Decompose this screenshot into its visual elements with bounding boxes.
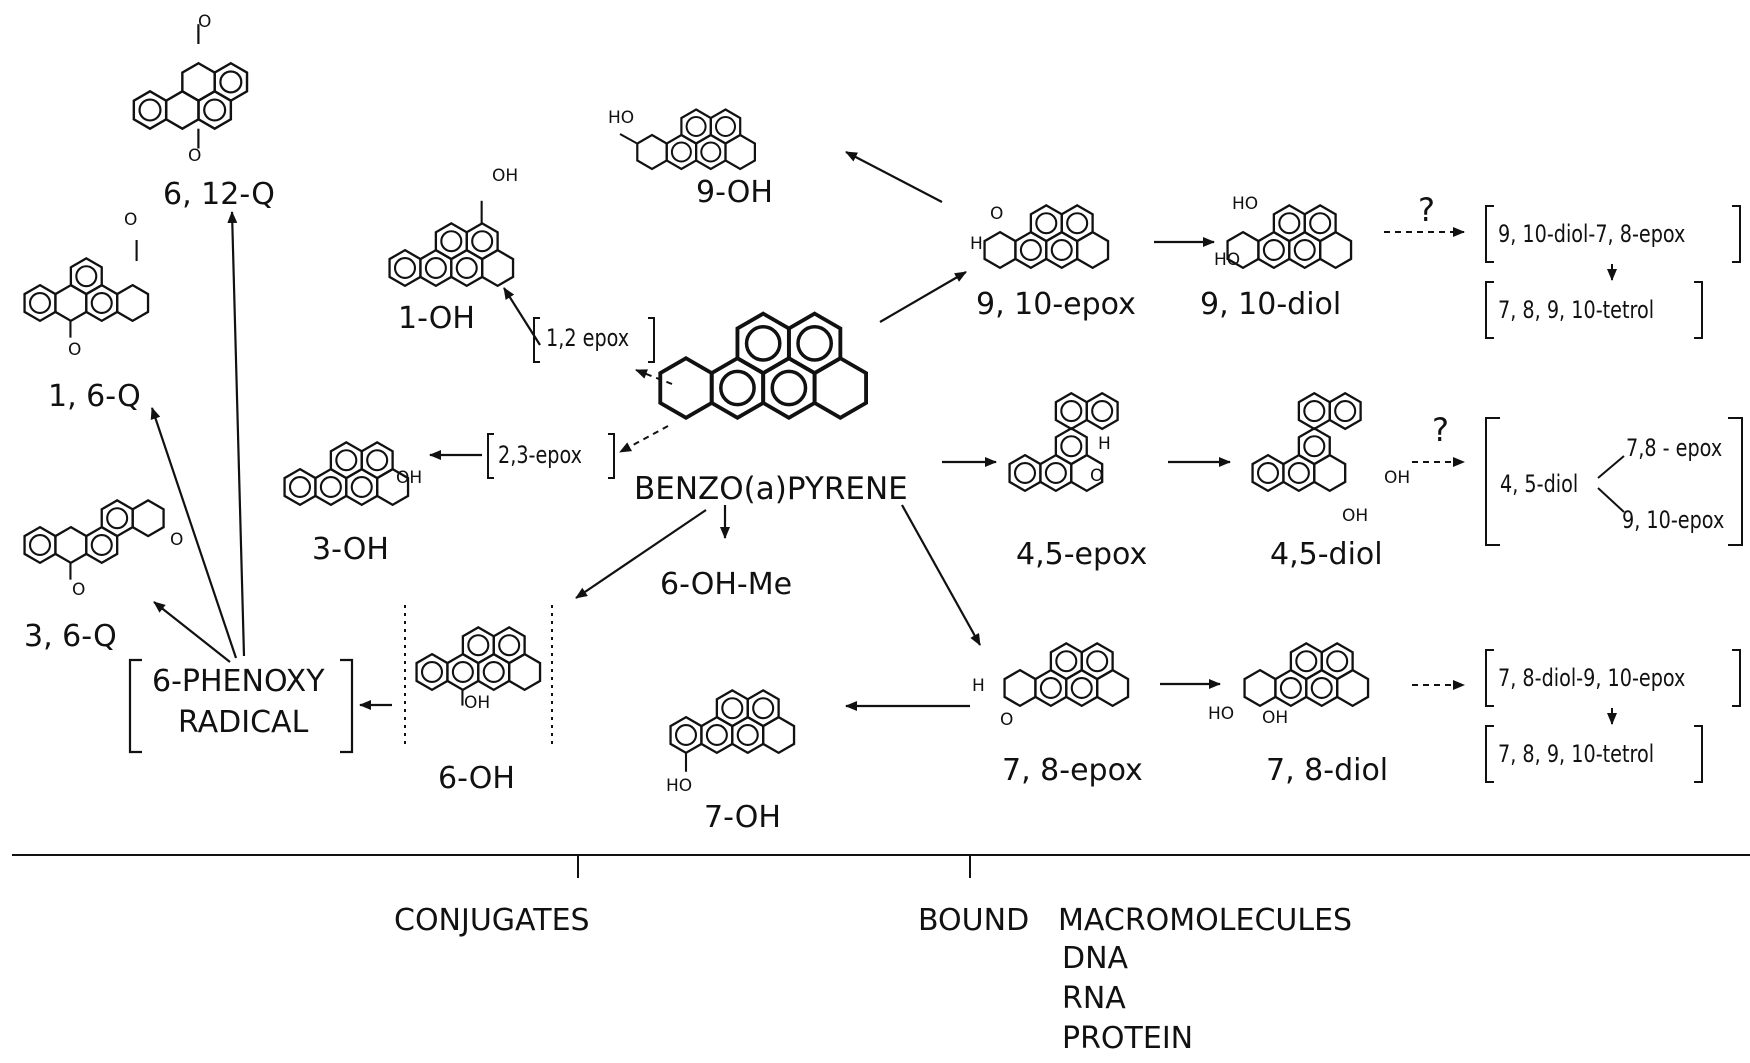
label-macromolecules: MACROMOLECULES xyxy=(1058,903,1353,938)
label-rna: RNA xyxy=(1062,981,1126,1016)
atom-o-16-top: O xyxy=(124,210,138,230)
label-2-3-epox: 2,3-epox xyxy=(498,441,582,469)
label-tetrol-a: 7, 8, 9, 10-tetrol xyxy=(1498,296,1655,324)
atom-h-45epox: H xyxy=(1098,434,1111,454)
structure-6-oh xyxy=(415,626,542,706)
atom-oh-3oh: OH xyxy=(396,468,423,488)
bracket-2-3-epox xyxy=(487,433,615,479)
label-3-oh: 3-OH xyxy=(312,532,389,567)
label-7-8-diol: 7, 8-diol xyxy=(1266,753,1389,788)
structure-6-12-q xyxy=(132,24,249,149)
label-6-12-q: 6, 12-Q xyxy=(163,177,275,212)
bracket-diolepox-a xyxy=(1485,205,1741,263)
label-7-oh: 7-OH xyxy=(704,800,781,835)
reaction-arrows xyxy=(150,151,1231,711)
bracket-1-2-epox xyxy=(533,317,655,363)
structure-4-5-diol xyxy=(1251,392,1362,493)
atom-oh-45diol-a: OH xyxy=(1384,468,1411,488)
label-6-oh: 6-OH xyxy=(438,761,515,796)
label-9-oh: 9-OH xyxy=(696,175,773,210)
structure-1-oh xyxy=(388,200,515,288)
atom-o-16-bottom: O xyxy=(68,340,82,360)
atom-oh-6oh: OH xyxy=(464,693,491,713)
label-4-5-diol: 4,5-diol xyxy=(1270,537,1383,572)
label-9-10-epox: 9, 10-epox xyxy=(976,287,1136,322)
label-question-1: ? xyxy=(1418,191,1435,229)
label-1-oh: 1-OH xyxy=(398,301,475,336)
label-1-6-q: 1, 6-Q xyxy=(48,379,141,414)
dashed-arrows xyxy=(619,227,1465,690)
label-tetrol-b: 7, 8, 9, 10-tetrol xyxy=(1498,740,1655,768)
atom-oh-78diol: OH xyxy=(1262,708,1289,728)
structure-3-6-q xyxy=(23,499,165,580)
atom-o-36-bottom: O xyxy=(72,580,86,600)
label-bound: BOUND xyxy=(918,903,1030,938)
atom-h-78epox-a: H xyxy=(972,676,985,696)
bracket-tetrol-a xyxy=(1485,281,1703,339)
structure-7-oh xyxy=(669,689,796,772)
atom-o-78epox: O xyxy=(1000,710,1014,730)
label-conjugates: CONJUGATES xyxy=(394,903,590,938)
atom-o-top: O xyxy=(198,12,212,32)
atom-ho-7oh: HO xyxy=(666,776,693,796)
atom-o-910epox: O xyxy=(990,204,1004,224)
atom-ho-9oh: HO xyxy=(608,108,635,128)
label-3-6-q: 3, 6-Q xyxy=(24,619,117,654)
atom-o-36-right: O xyxy=(170,530,184,550)
label-9-10-epox-branch: 9, 10-epox xyxy=(1622,506,1725,534)
structure-9-oh xyxy=(619,108,757,171)
label-1-2-epox: 1,2 epox xyxy=(546,324,630,352)
structure-1-6-q xyxy=(23,240,150,338)
label-diolepox-b: 7, 8-diol-9, 10-epox xyxy=(1498,664,1686,692)
structure-7-8-epox xyxy=(1003,642,1130,708)
bracket-diolepox-b xyxy=(1485,649,1741,707)
atom-oh-45diol-b: OH xyxy=(1342,506,1369,526)
atom-ho-78diol: HO xyxy=(1208,704,1235,724)
structure-9-10-diol xyxy=(1226,204,1353,270)
label-4-5-epox: 4,5-epox xyxy=(1016,537,1148,572)
structure-7-8-diol xyxy=(1243,642,1370,708)
label-6-phenoxy: 6-PHENOXY xyxy=(152,664,325,699)
atom-o-45epox: O xyxy=(1090,466,1104,486)
atom-oh-1oh: OH xyxy=(492,166,519,186)
label-question-2: ? xyxy=(1432,411,1449,449)
label-protein: PROTEIN xyxy=(1062,1021,1194,1056)
label-9-10-diol: 9, 10-diol xyxy=(1200,287,1342,322)
label-7-8-epox: 7, 8-epox xyxy=(1002,753,1143,788)
label-radical: RADICAL xyxy=(178,705,309,740)
atom-ho-910diol-b: HO xyxy=(1214,250,1241,270)
label-benzo-a-pyrene: BENZO(a)PYRENE xyxy=(634,471,908,507)
benzopyrene-structure xyxy=(658,311,869,420)
atom-ho-910diol-a: HO xyxy=(1232,194,1259,214)
bracket-diol45-branch xyxy=(1485,417,1743,546)
atom-h-910epox: H xyxy=(970,234,983,254)
structure-3-oh xyxy=(283,441,410,507)
label-7-8-epox-branch: 7,8 - epox xyxy=(1626,434,1723,462)
branch-lines xyxy=(1597,455,1625,513)
bracket-phenoxy xyxy=(128,658,354,754)
bracket-tetrol-b xyxy=(1485,725,1703,783)
label-4-5-diol-branch: 4, 5-diol xyxy=(1500,470,1579,498)
label-diolepox-a: 9, 10-diol-7, 8-epox xyxy=(1498,220,1686,248)
label-dna: DNA xyxy=(1062,941,1129,976)
atom-o-612: O xyxy=(188,146,202,166)
label-6-oh-me: 6-OH-Me xyxy=(660,567,793,602)
